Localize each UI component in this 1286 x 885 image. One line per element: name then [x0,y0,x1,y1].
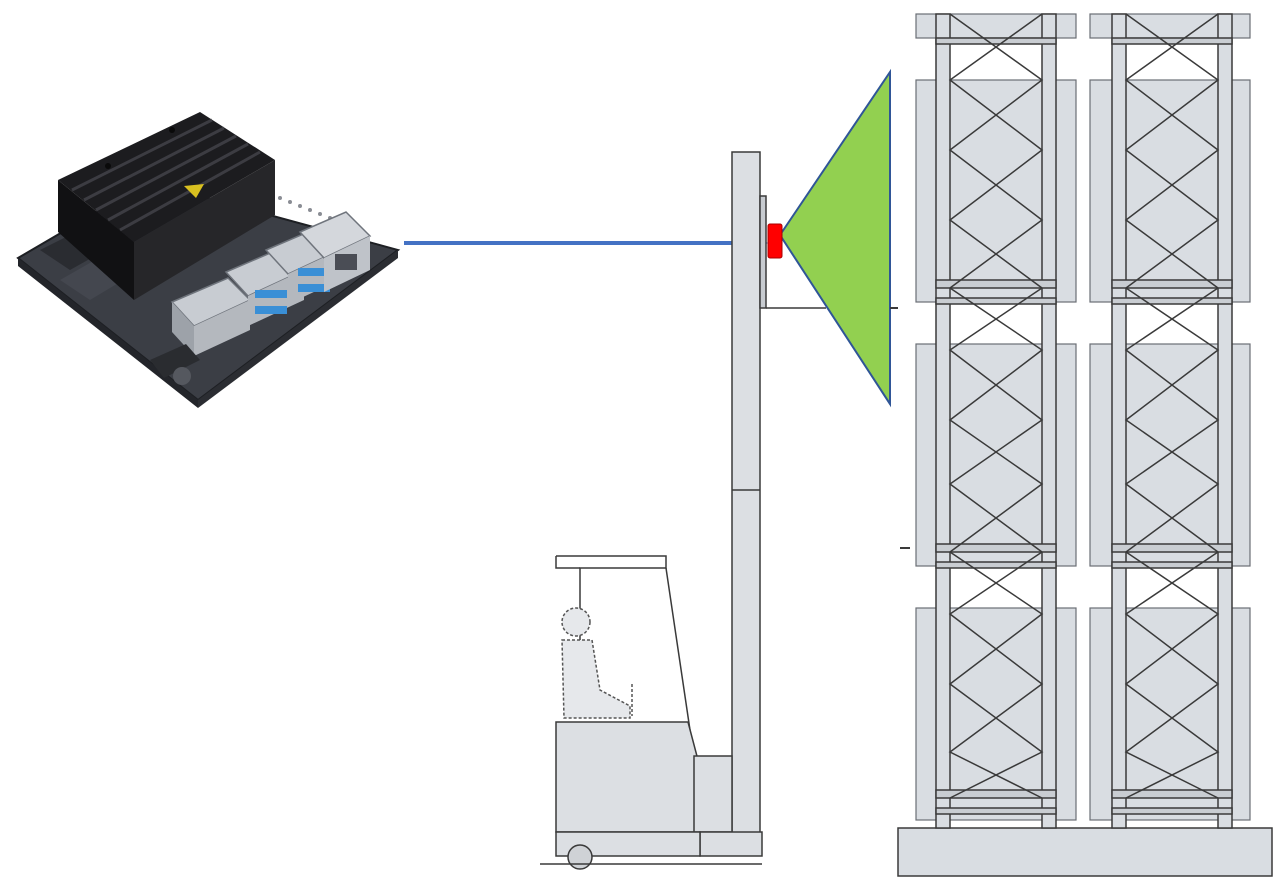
dev-board-icon [16,112,401,408]
view-cone-icon [778,68,898,408]
usb-ports [150,211,372,385]
forklift-mast [731,151,761,841]
rack-icon [897,13,1273,877]
heatsink [58,112,275,300]
pallet-loads [915,13,1251,821]
operator-silhouette [561,607,633,719]
forklift-icon [540,151,826,870]
floor-slab [897,827,1273,877]
camera-icon [767,223,783,259]
arrow-right-icon [404,232,768,254]
